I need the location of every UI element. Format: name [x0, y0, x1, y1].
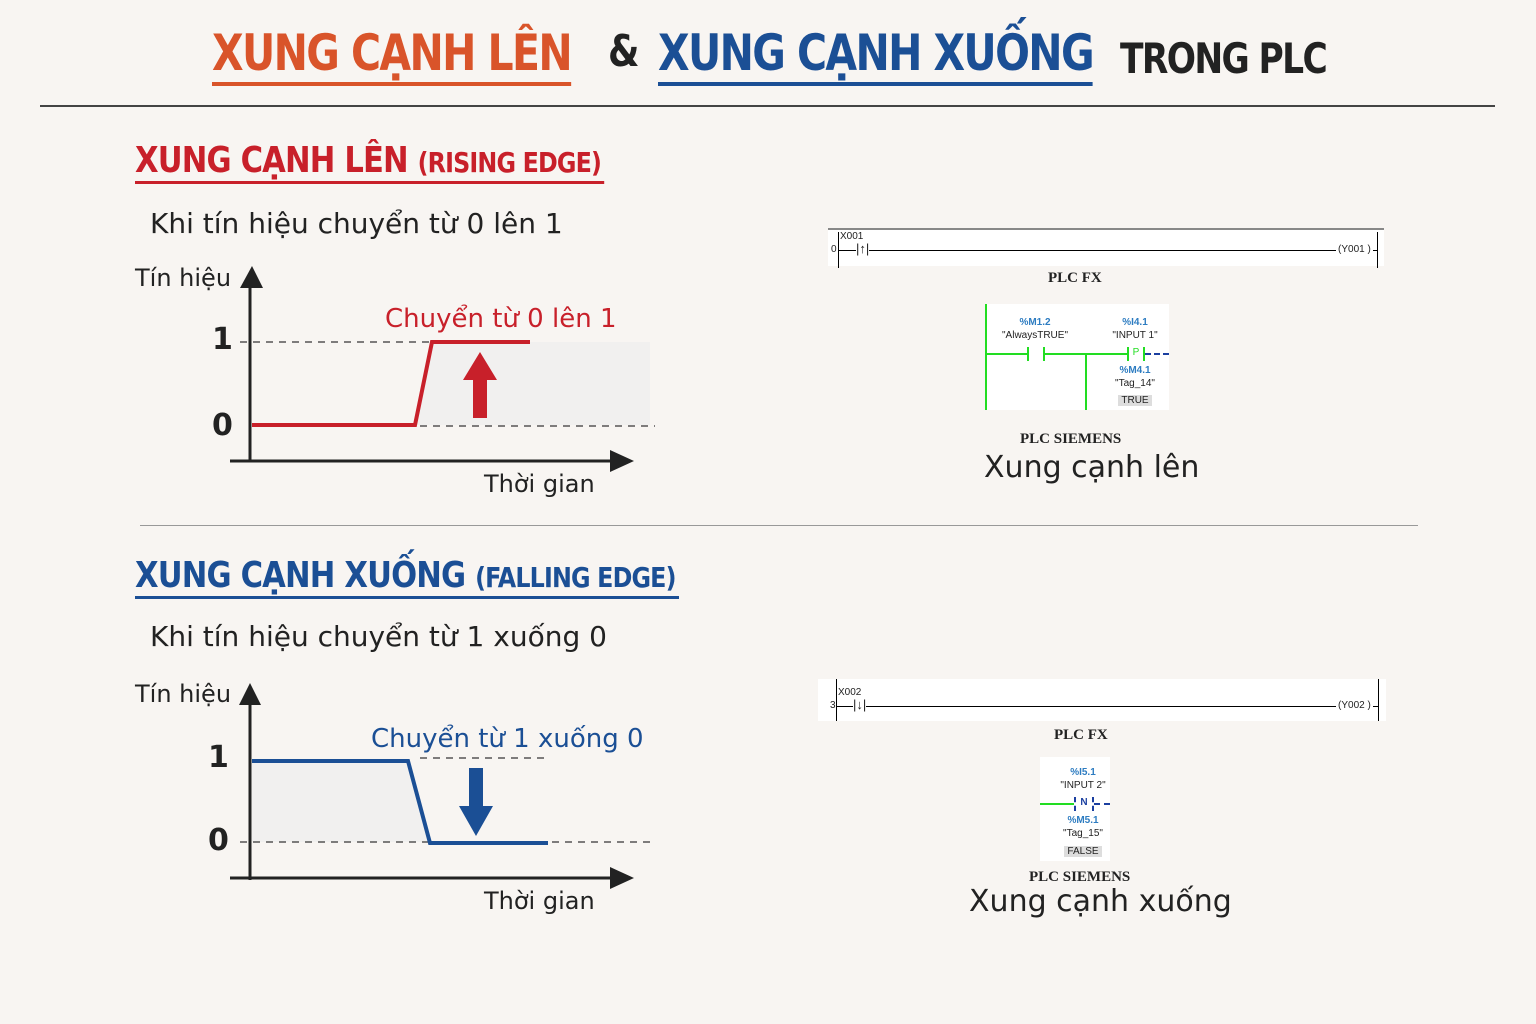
tag: "INPUT 2": [1060, 780, 1106, 791]
title-rising: XUNG CẠNH LÊN: [212, 24, 573, 86]
falling-tick-1: 1: [208, 740, 229, 775]
rising-tick-0: 0: [212, 408, 233, 443]
rising-siemens-caption: PLC SIEMENS: [1020, 431, 1122, 447]
coil-label: (Y002 ): [1336, 700, 1373, 711]
tag: "AlwaysTRUE": [1002, 330, 1068, 341]
state-badge: TRUE: [1118, 395, 1152, 406]
p-edge-contact-icon: P: [1127, 347, 1145, 361]
falling-siemens-ladder: N %I5.1 "INPUT 2" %M5.1 "Tag_15" FALSE: [1040, 757, 1110, 861]
address: %M1.2: [1019, 317, 1051, 328]
falling-y-axis-label: Tín hiệu: [135, 680, 232, 708]
rising-x-axis-label: Thời gian: [484, 470, 595, 498]
falling-edge-contact-icon: |↓|: [853, 697, 867, 713]
falling-tick-0: 0: [208, 823, 229, 858]
rising-fx-ladder: 0 X001 |↑| (Y001 ): [828, 228, 1384, 268]
tag: "Tag_14": [1115, 378, 1155, 389]
contact-label: X001: [840, 231, 864, 242]
falling-fx-ladder: 3 X002 |↓| (Y002 ): [818, 679, 1386, 721]
section-divider: [140, 525, 1418, 526]
rising-caption: Xung cạnh lên: [984, 450, 1200, 485]
rising-siemens-ladder: P %M1.2 "AlwaysTRUE" %I4.1 "INPUT 1" %M4…: [985, 304, 1169, 410]
falling-caption: Xung cạnh xuống: [969, 884, 1232, 919]
rising-heading: XUNG CẠNH LÊN (RISING EDGE): [135, 140, 605, 184]
tag: "Tag_15": [1063, 828, 1103, 839]
rising-fx-caption: PLC FX: [1048, 270, 1102, 286]
falling-signal-graph: [230, 683, 655, 889]
title-plc: TRONG PLC: [1120, 34, 1328, 83]
n-edge-contact-icon: N: [1074, 797, 1094, 811]
rising-tick-1: 1: [212, 322, 233, 357]
rising-y-axis-label: Tín hiệu: [135, 264, 232, 292]
rising-annotation: Chuyển từ 0 lên 1: [385, 304, 617, 334]
state-badge: FALSE: [1064, 846, 1102, 857]
title-divider: [40, 105, 1495, 107]
rung-number: 0: [831, 244, 837, 255]
contact-label: X002: [838, 687, 862, 698]
rising-description: Khi tín hiệu chuyển từ 0 lên 1: [150, 207, 563, 240]
rung-number: 3: [830, 700, 836, 711]
falling-fx-caption: PLC FX: [1054, 727, 1108, 743]
title-amp: &: [608, 26, 639, 77]
falling-heading: XUNG CẠNH XUỐNG (FALLING EDGE): [135, 555, 680, 599]
rising-edge-contact-icon: |↑|: [856, 241, 870, 257]
coil-label: (Y001 ): [1336, 244, 1373, 255]
falling-description: Khi tín hiệu chuyển từ 1 xuống 0: [150, 620, 607, 653]
title-falling: XUNG CẠNH XUỐNG: [658, 24, 1095, 86]
falling-siemens-caption: PLC SIEMENS: [1029, 869, 1131, 885]
address: %I5.1: [1070, 767, 1096, 778]
tag: "INPUT 1": [1112, 330, 1158, 341]
address: %M5.1: [1067, 815, 1099, 826]
rising-signal-graph: [230, 266, 655, 472]
address: %M4.1: [1119, 365, 1151, 376]
falling-annotation: Chuyển từ 1 xuống 0: [371, 724, 644, 754]
falling-x-axis-label: Thời gian: [484, 887, 595, 915]
address: %I4.1: [1122, 317, 1148, 328]
